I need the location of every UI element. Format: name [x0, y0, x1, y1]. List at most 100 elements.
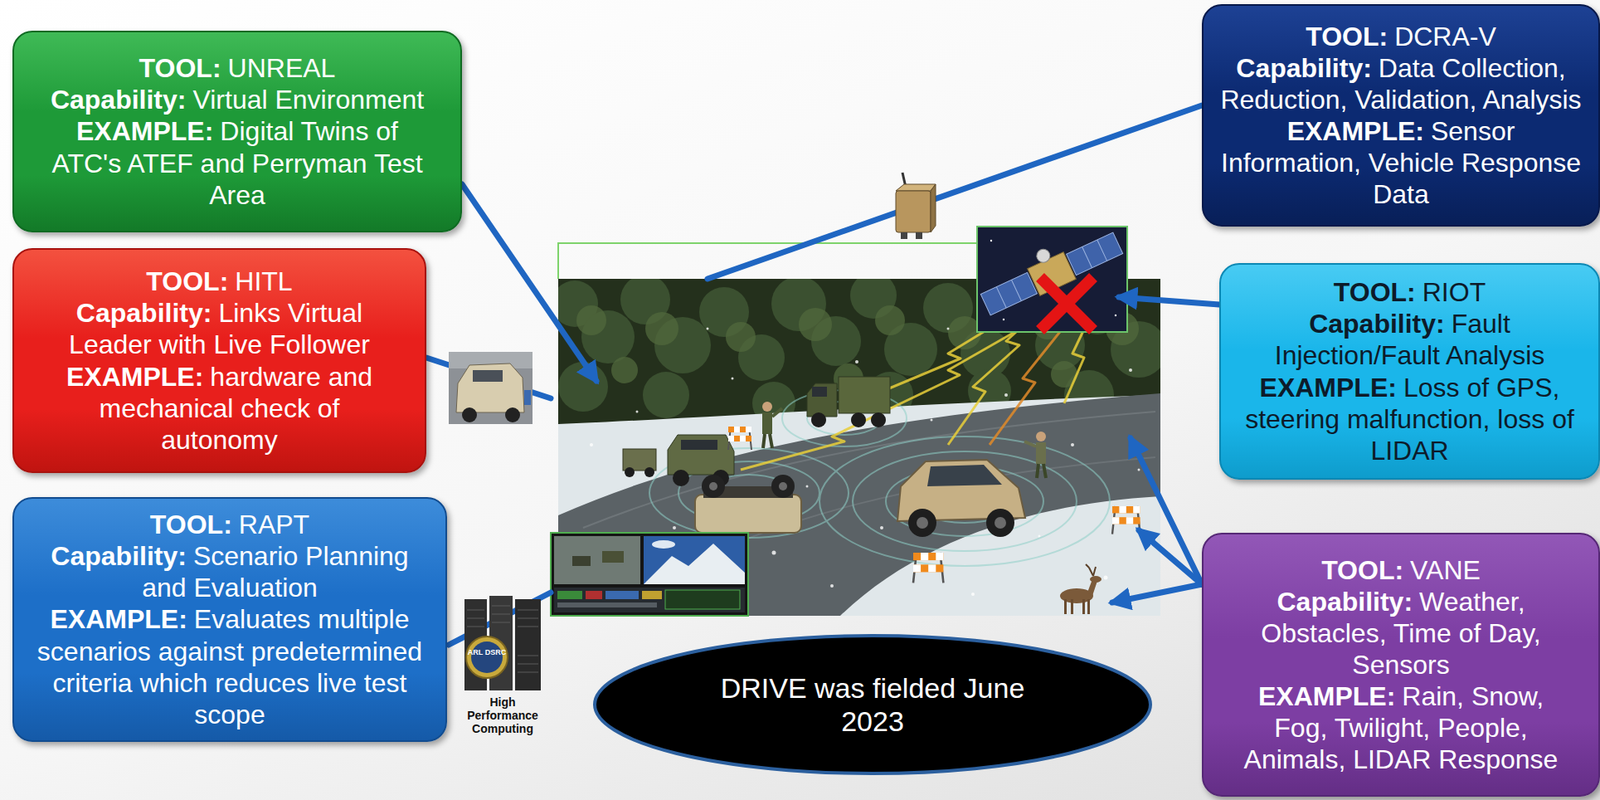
satellite-inset — [996, 286, 1007, 308]
cargo-truck — [807, 383, 837, 417]
screen-inset — [554, 587, 745, 613]
text-line: EXAMPLE:Evaluates multiple scenarios aga… — [26, 603, 433, 730]
hpc-icon — [517, 617, 539, 619]
hpc-icon — [517, 626, 539, 628]
text-line: Capability:Virtual Environment — [42, 83, 433, 116]
field-label: Capability: — [50, 84, 187, 115]
soldier-figure — [1035, 442, 1046, 464]
snowflakes — [1070, 442, 1075, 447]
field-label: Capability: — [50, 540, 187, 571]
screen-inset — [651, 539, 676, 549]
cargo-truck — [807, 376, 890, 428]
barricade — [728, 435, 735, 442]
deer-figure — [1087, 598, 1090, 614]
barricade — [728, 426, 752, 450]
field-label: Capability: — [1235, 53, 1372, 83]
deer-figure — [1082, 598, 1085, 614]
hpc-icon — [491, 605, 511, 607]
field-text: HITL — [234, 266, 292, 297]
screen-inset — [641, 590, 662, 599]
satellite-inset — [974, 218, 1128, 332]
overturned-vehicle — [701, 474, 725, 498]
leader-line — [1130, 437, 1202, 584]
soldier-figure — [763, 433, 765, 448]
text-line: TOOL:UNREAL — [42, 52, 433, 84]
field-label: EXAMPLE: — [66, 361, 204, 392]
barricade — [920, 552, 929, 560]
satellite-inset — [1114, 314, 1117, 317]
text-line: EXAMPLE:Digital Twins of ATC's ATEF and … — [42, 115, 433, 210]
tree-highlight — [645, 311, 679, 346]
snowflakes — [971, 592, 975, 596]
snowflakes — [930, 418, 934, 422]
leader-line — [426, 105, 1220, 645]
barricade — [1112, 516, 1141, 524]
screen-inset — [643, 535, 745, 584]
barricade — [1118, 505, 1126, 513]
snowflakes — [947, 327, 950, 331]
tree-highlight — [725, 321, 756, 352]
soldier-figure — [762, 412, 773, 434]
hitl-photo — [462, 407, 477, 423]
overturned-vehicle — [771, 474, 795, 498]
cargo-truck — [811, 412, 827, 428]
screen-inset — [643, 543, 745, 584]
data-logger-icon — [930, 184, 936, 233]
soldier-figure — [762, 401, 1046, 478]
tool-box: TOOL:DCRA-VCapability:Data Collection, R… — [1201, 4, 1600, 227]
snowflakes — [706, 327, 710, 331]
text-line: TOOL:RAPT — [26, 508, 433, 540]
barricade — [739, 435, 746, 442]
text-line: TOOL:RIOT — [1230, 276, 1590, 308]
field-label: TOOL: — [145, 266, 229, 297]
snowflakes — [589, 327, 1141, 597]
jltv-vehicle — [908, 508, 937, 537]
field-label: EXAMPLE: — [1287, 116, 1425, 146]
data-logger-icon — [895, 172, 936, 239]
scene-illustration — [583, 411, 1156, 528]
hpc-icon — [466, 636, 508, 678]
field-text: DRIVE was fielded June 2023 — [720, 671, 1026, 737]
snowflakes — [855, 359, 859, 364]
deer-figure — [1060, 564, 1102, 614]
leader-line — [1118, 296, 1220, 305]
mrap-vehicle — [680, 439, 718, 450]
status-ellipse: DRIVE was fielded June 2023 — [592, 632, 1153, 776]
text-line: TOOL:VANE — [1237, 554, 1566, 586]
satellite-inset — [990, 239, 993, 242]
screen-inset — [550, 532, 749, 616]
soldier-figure — [1035, 431, 1046, 442]
jltv-vehicle — [927, 464, 1002, 487]
text-line: DRIVE was fielded June 2023 — [706, 671, 1039, 738]
screen-inset — [585, 590, 603, 599]
tree-canopy — [642, 371, 690, 419]
small-truck — [622, 448, 657, 471]
text-block: TOOL:DCRA-VCapability:Data Collection, R… — [1217, 20, 1585, 210]
barricade — [913, 552, 944, 583]
icon-caption: High Performance Computing — [457, 695, 549, 735]
text-block: TOOL:HITLCapability:Links Virtual Leader… — [62, 265, 378, 455]
mrap-vehicle — [672, 469, 690, 487]
snowflakes — [1128, 368, 1133, 372]
satellite-inset — [974, 218, 1125, 319]
text-block: TOOL:VANECapability:Weather, Obstacles, … — [1237, 554, 1566, 776]
mrap-vehicle — [667, 434, 735, 475]
field-label: Capability: — [1308, 308, 1445, 339]
small-truck — [624, 466, 635, 477]
screen-inset — [557, 602, 657, 608]
satellite-inset — [1040, 277, 1094, 331]
hpc-icon — [466, 617, 485, 619]
text-line: Capability:Fault Injection/Fault Analysi… — [1230, 307, 1590, 371]
cargo-truck — [812, 386, 827, 397]
hpc-icon — [466, 609, 485, 611]
hpc-icon — [517, 663, 539, 665]
satellite-inset — [1066, 232, 1124, 276]
text-block: TOOL:UNREALCapability:Virtual Environmen… — [42, 52, 433, 210]
text-line: EXAMPLE:Loss of GPS, steering malfunctio… — [1230, 371, 1590, 467]
barricade — [728, 435, 752, 442]
screen-inset — [602, 550, 624, 563]
snowflakes — [1103, 575, 1109, 580]
field-label: TOOL: — [1321, 554, 1404, 585]
hitl-photo — [472, 369, 503, 382]
cargo-truck — [851, 412, 866, 428]
